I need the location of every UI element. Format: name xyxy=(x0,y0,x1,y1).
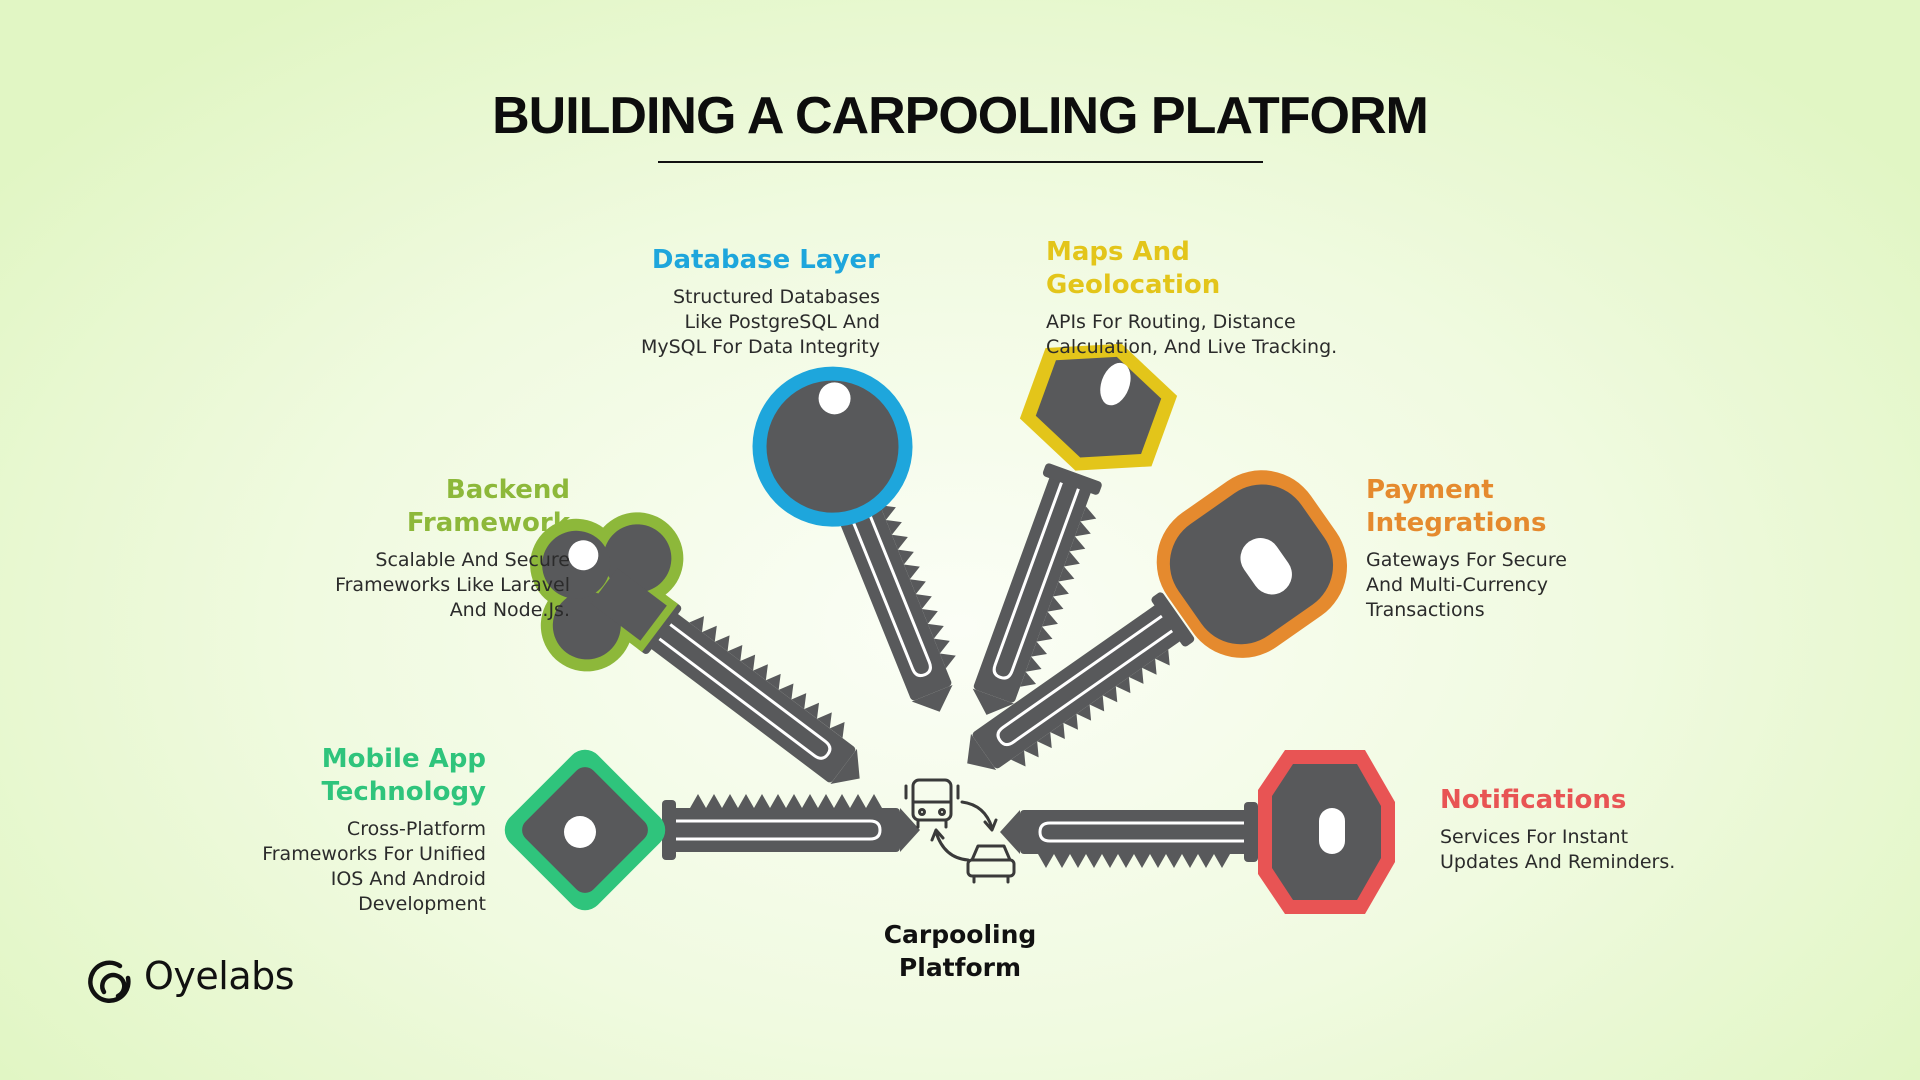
backend-key-icon xyxy=(530,512,883,804)
payment-desc-line: Transactions xyxy=(1366,599,1485,621)
maps-desc-line: APIs For Routing, Distance xyxy=(1046,311,1296,333)
notifications-desc-line: Services For Instant xyxy=(1440,826,1629,848)
backend-desc-line: And Node.Js. xyxy=(449,599,570,621)
backend-desc-line: Scalable And Secure xyxy=(375,549,570,571)
center-label-line: Carpooling xyxy=(883,920,1037,949)
payment-desc-line: Gateways For Secure xyxy=(1366,549,1567,571)
database-heading: Database Layer xyxy=(651,245,880,275)
center-label-line: Platform xyxy=(898,953,1022,982)
notifications-desc-line: Updates And Reminders. xyxy=(1440,851,1676,873)
payment-section: Payment Integrations Gateways For Secure… xyxy=(1366,474,1666,623)
mobile-desc-line: Frameworks For Unified xyxy=(262,843,486,865)
maps-heading-line: Geolocation xyxy=(1046,270,1221,300)
page-title: BUILDING A CARPOOLING PLATFORM xyxy=(492,87,1429,145)
notifications-key-icon xyxy=(998,750,1395,914)
maps-desc-line: Calculation, And Live Tracking. xyxy=(1046,336,1338,358)
title-underline xyxy=(658,161,1263,163)
maps-section: Maps And Geolocation APIs For Routing, D… xyxy=(1046,236,1406,360)
backend-heading-line: Backend xyxy=(445,475,570,505)
database-desc-line: Like PostgreSQL And xyxy=(684,311,880,333)
mobile-key-icon xyxy=(504,749,922,911)
mobile-desc-line: Development xyxy=(358,893,486,915)
notifications-section: Notifications Services For Instant Updat… xyxy=(1440,784,1740,875)
payment-desc-line: And Multi-Currency xyxy=(1366,574,1549,596)
brand-logo-text: Oyelabs xyxy=(144,954,295,998)
mobile-section: Mobile App Technology Cross-Platform Fra… xyxy=(200,743,486,917)
maps-heading-line: Maps And xyxy=(1046,237,1190,267)
payment-heading-line: Integrations xyxy=(1366,508,1547,538)
database-desc-line: MySQL For Data Integrity xyxy=(640,336,880,358)
backend-section: Backend Framework Scalable And Secure Fr… xyxy=(270,474,570,623)
payment-heading-line: Payment xyxy=(1366,475,1494,505)
mobile-desc-line: Cross-Platform xyxy=(346,818,486,840)
payment-key-icon xyxy=(948,470,1348,795)
notifications-heading: Notifications xyxy=(1440,785,1627,815)
oyelabs-logo-icon xyxy=(88,960,131,1003)
maps-key-icon xyxy=(956,343,1178,729)
database-key-icon xyxy=(752,366,975,725)
mobile-heading-line: Mobile App xyxy=(321,744,486,774)
carpool-bus-car-icon xyxy=(904,778,1016,884)
database-section: Database Layer Structured Databases Like… xyxy=(560,244,880,360)
mobile-heading-line: Technology xyxy=(321,777,486,807)
mobile-desc-line: IOS And Android xyxy=(330,868,486,890)
brand-logo: Oyelabs xyxy=(138,954,295,998)
database-desc-line: Structured Databases xyxy=(672,286,880,308)
backend-desc-line: Frameworks Like Laravel xyxy=(335,574,570,596)
center-label: Carpooling Platform xyxy=(860,918,1060,984)
backend-heading-line: Framework xyxy=(406,508,570,538)
